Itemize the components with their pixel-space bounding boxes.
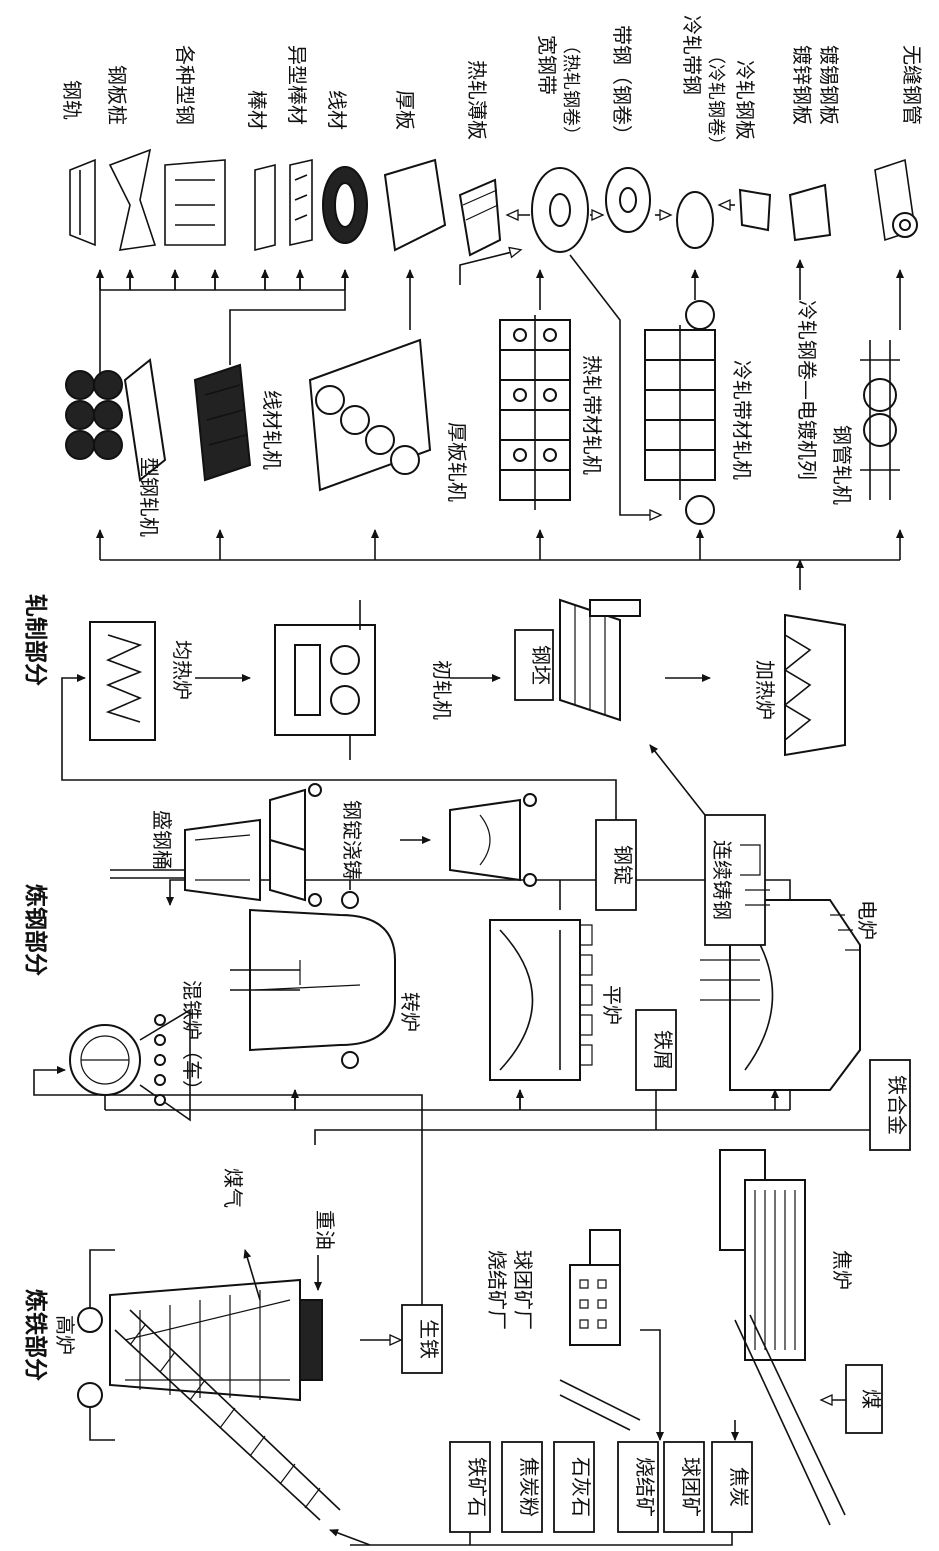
pig-iron-label: 生铁 bbox=[417, 1319, 441, 1359]
product-seamless-tube-label: 无缝钢管 bbox=[900, 45, 924, 125]
ingot-mould-2-icon bbox=[450, 794, 536, 886]
sinter-plant-label: 烧结矿厂 bbox=[485, 1250, 509, 1330]
product-cold-sheet-label: 冷轧钢板 bbox=[733, 60, 757, 140]
billet-label: 钢坯 bbox=[529, 645, 553, 685]
product-hot-sheet-label: 热轧薄板 bbox=[465, 60, 489, 140]
raw-iron-ore-label: 铁矿石 bbox=[465, 1457, 489, 1517]
ingot-casting-label: 钢锭浇铸 bbox=[340, 800, 364, 880]
product-cold-strip-label: 冷轧带钢 bbox=[680, 15, 704, 95]
plant-to-sinter-line bbox=[640, 1330, 660, 1440]
product-tinplate-label: 镀锡钢板 bbox=[817, 45, 841, 125]
raw-coke-powder-label: 焦炭粉 bbox=[517, 1457, 541, 1517]
section-ironmaking-heading: 炼铁部分 bbox=[22, 1289, 49, 1381]
raw-materials-group: 铁矿石 焦炭粉 石灰石 烧结矿 球团矿 焦炭 bbox=[450, 1442, 752, 1532]
raw-to-bf-line bbox=[350, 1532, 732, 1545]
hot-sheet-icon bbox=[460, 180, 500, 255]
product-sections-label: 各种型钢 bbox=[173, 45, 197, 125]
open-hearth-icon bbox=[490, 920, 592, 1080]
plate-mill-label: 厚板轧机 bbox=[445, 422, 469, 502]
wire-product-line bbox=[230, 270, 345, 365]
rail-icon bbox=[70, 160, 95, 245]
product-wide-strip-label: 宽钢带 bbox=[535, 35, 559, 95]
product-plate-label: 厚板 bbox=[393, 90, 417, 130]
product-cold-strip-note: （冷轧钢卷） bbox=[705, 46, 726, 154]
coal-gas-label: 煤气 bbox=[221, 1168, 245, 1208]
wire-mill-icon bbox=[195, 365, 250, 480]
blooming-mill-icon bbox=[275, 600, 375, 760]
hot-metal-mixer-icon bbox=[70, 1010, 190, 1120]
scrap-label: 铁屑 bbox=[651, 1030, 675, 1070]
electroplating-line-label: 冷轧钢卷—电镀机列 bbox=[795, 300, 819, 480]
section-steelmaking-heading: 炼钢部分 bbox=[22, 884, 49, 976]
ladle-icon bbox=[110, 820, 260, 900]
sections-icon bbox=[165, 160, 225, 245]
reheating-furnace-icon bbox=[785, 615, 845, 755]
plate-icon bbox=[385, 160, 445, 250]
reheating-furnace-label: 加热炉 bbox=[753, 660, 777, 720]
section-rolling-heading: 轧制部分 bbox=[22, 594, 49, 686]
raw-pellet-label: 球团矿 bbox=[679, 1457, 703, 1517]
hot-metal-bus-line bbox=[105, 1090, 790, 1110]
wire-coil-icon bbox=[323, 167, 367, 243]
cold-strip-mill-icon bbox=[645, 301, 715, 524]
coke-oven-label: 焦炉 bbox=[830, 1250, 854, 1290]
furnace-to-ladle-line bbox=[170, 880, 790, 905]
electric-furnace-label: 电炉 bbox=[855, 900, 879, 940]
wire-mill-label: 线材轧机 bbox=[260, 390, 284, 470]
continuous-casting-label: 连续铸钢 bbox=[710, 840, 734, 920]
plate-mill-icon bbox=[310, 340, 430, 490]
open-hearth-label: 平炉 bbox=[600, 985, 624, 1025]
ingot-label: 钢锭 bbox=[611, 845, 635, 885]
product-sheet-pile-label: 钢板桩 bbox=[105, 65, 129, 125]
section-products-line bbox=[100, 270, 345, 375]
raw-sinter-label: 烧结矿 bbox=[633, 1457, 657, 1517]
raw-to-bf-arrow bbox=[330, 1530, 370, 1545]
tube-mill-icon bbox=[860, 340, 900, 500]
ladle-label: 盛钢桶 bbox=[150, 810, 174, 870]
hot-strip-mill-label: 热轧带材轧机 bbox=[580, 355, 604, 475]
sheet-pile-icon bbox=[110, 150, 155, 250]
raw-coke-label: 焦炭 bbox=[727, 1467, 751, 1507]
product-strip-label: 带钢（钢卷） bbox=[610, 25, 634, 145]
hot-strip-mill-icon bbox=[500, 315, 570, 510]
section-mill-label: 型钢轧机 bbox=[137, 457, 161, 537]
ferroalloy-label: 铁合金 bbox=[885, 1075, 909, 1135]
product-special-bar-label: 异型棒材 bbox=[285, 45, 309, 125]
heavy-oil-label: 重油 bbox=[313, 1210, 337, 1250]
soaking-pit-icon bbox=[90, 622, 155, 740]
tube-mill-label: 钢管轧机 bbox=[830, 425, 854, 505]
pellet-plant-label: 球团矿厂 bbox=[511, 1250, 535, 1330]
converter-label: 转炉 bbox=[398, 992, 422, 1032]
product-bar-label: 棒材 bbox=[245, 90, 269, 130]
raw-limestone-label: 石灰石 bbox=[569, 1457, 593, 1517]
hot-sheet-return-line bbox=[460, 250, 520, 285]
cc-to-billet-arrow bbox=[650, 745, 705, 815]
ingot-mould-icon bbox=[270, 784, 321, 906]
blast-furnace-icon bbox=[78, 1250, 322, 1440]
special-bar-icon bbox=[290, 160, 312, 245]
product-galvanized-label: 镀锌钢板 bbox=[790, 45, 814, 125]
soaking-pit-label: 均热炉 bbox=[170, 640, 194, 700]
seamless-tube-icon bbox=[875, 160, 917, 240]
sinter-plant-icon bbox=[560, 1230, 640, 1430]
product-wire-label: 线材 bbox=[325, 90, 349, 130]
mixer-label: 混铁炉（车） bbox=[180, 980, 204, 1100]
product-wide-strip-note: （热轧钢卷） bbox=[560, 36, 581, 144]
billet-stack-icon bbox=[560, 600, 640, 720]
blooming-mill-label: 初轧机 bbox=[430, 660, 454, 720]
coal-label: 煤 bbox=[859, 1389, 883, 1409]
cold-strip-mill-label: 冷轧带材轧机 bbox=[730, 360, 754, 480]
bar-icon bbox=[255, 165, 275, 250]
product-rail-label: 钢轨 bbox=[60, 80, 84, 120]
converter-icon bbox=[230, 892, 395, 1068]
coil-icon bbox=[508, 168, 830, 252]
blast-furnace-label: 高炉 bbox=[53, 1315, 77, 1355]
